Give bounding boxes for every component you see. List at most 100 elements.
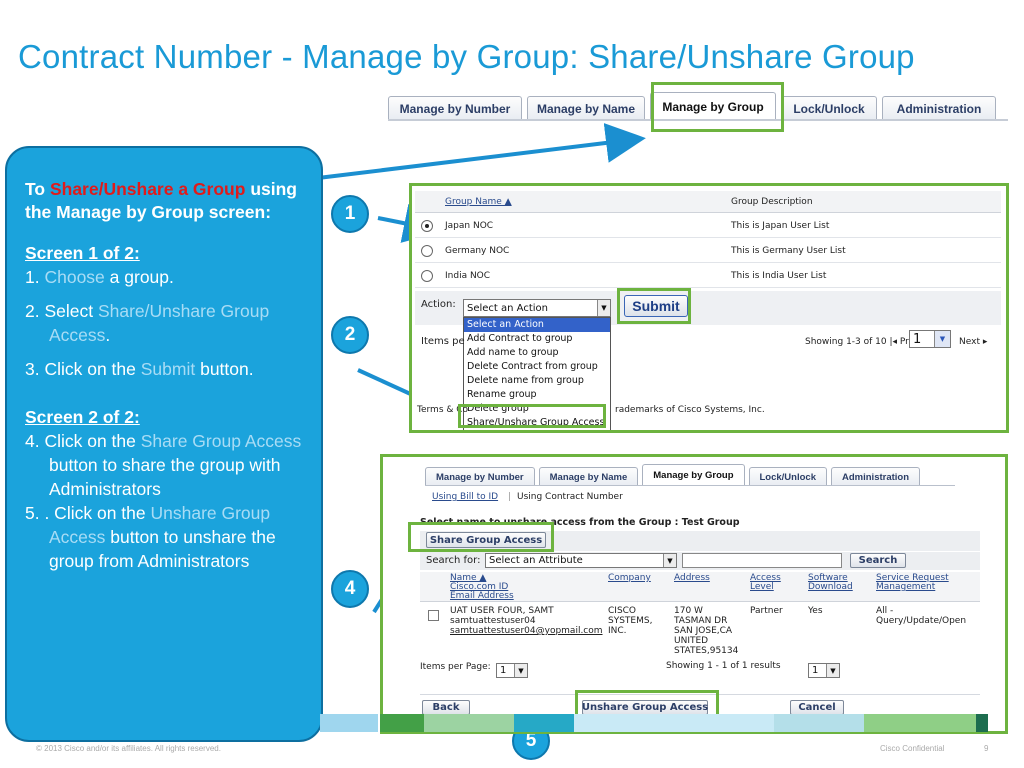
page-number: 9 xyxy=(984,744,989,753)
table-row[interactable]: India NOC This is India User List xyxy=(415,263,1001,288)
dropdown-option[interactable]: Rename group xyxy=(467,389,537,400)
screen2-tabs-underline xyxy=(425,485,955,486)
screen2-instruction: Select name to unshare access from the G… xyxy=(420,517,740,528)
results-count: Showing 1 - 1 of 1 results xyxy=(666,661,781,671)
user-row-checkbox[interactable] xyxy=(428,610,439,621)
trademark-text: rademarks of Cisco Systems, Inc. xyxy=(615,405,765,415)
footer-band xyxy=(424,714,514,732)
action-select[interactable]: Select an Action ▼ xyxy=(463,299,611,317)
group-table: Group Name ▲ Group Description Japan NOC… xyxy=(415,191,1001,288)
group-radio-india[interactable] xyxy=(421,270,433,282)
col-group-name[interactable]: Group Name ▲ xyxy=(445,197,512,207)
col-cisco-id[interactable]: Cisco.com ID xyxy=(450,582,509,592)
table-row[interactable]: Japan NOC This is Japan User List xyxy=(415,213,1001,238)
col-address[interactable]: Address xyxy=(674,573,710,583)
intro-highlight: Share/Unshare a Group xyxy=(49,179,246,199)
callout-4: 4 xyxy=(331,570,369,608)
dropdown-option[interactable]: Select an Action xyxy=(464,318,610,332)
step-5: 5. . Click on the Unshare Group Access b… xyxy=(25,503,276,571)
step-2: 2. Select Share/Unshare Group Access. xyxy=(25,301,270,345)
using-bill-to-link[interactable]: Using Bill to ID xyxy=(432,492,499,502)
footer-band xyxy=(976,714,988,732)
chevron-down-icon: ▼ xyxy=(514,664,527,677)
tab-manage-by-number[interactable]: Manage by Number xyxy=(425,467,535,486)
share-group-access-button[interactable]: Share Group Access xyxy=(426,532,546,548)
footer-band xyxy=(864,714,976,732)
using-contract-number: Using Contract Number xyxy=(517,492,623,502)
user-access-level: Partner xyxy=(750,606,783,616)
group-radio-japan[interactable] xyxy=(421,220,433,232)
col-group-description: Group Description xyxy=(731,197,813,207)
table-row[interactable]: Germany NOC This is Germany User List xyxy=(415,238,1001,263)
col-access-level[interactable]: Access xyxy=(750,573,781,583)
tab-manage-by-group[interactable]: Manage by Group xyxy=(642,464,745,486)
share-button-bar xyxy=(420,531,980,551)
user-email-link[interactable]: samtuattestuser04@yopmail.com xyxy=(450,626,603,636)
chevron-down-icon: ▼ xyxy=(826,664,839,677)
items-per-page-label: Items pe xyxy=(421,336,465,347)
next-link[interactable]: Next ▸ xyxy=(959,337,988,347)
users-table-header: Name ▲ Cisco.com ID Email Address Compan… xyxy=(420,572,980,602)
footer-band xyxy=(774,714,864,732)
chevron-down-icon: ▼ xyxy=(934,331,950,347)
dropdown-option[interactable]: Delete group xyxy=(467,403,529,414)
dropdown-option[interactable]: Add name to group xyxy=(467,347,559,358)
tab-administration[interactable]: Administration xyxy=(882,96,996,120)
dropdown-option[interactable]: Delete name from group xyxy=(467,375,584,386)
dropdown-option-share-unshare[interactable]: Share/Unshare Group Access xyxy=(467,417,605,428)
tab-manage-by-number[interactable]: Manage by Number xyxy=(388,96,522,120)
page-select[interactable]: 1 ▼ xyxy=(909,330,951,348)
step-4: 4. Click on the Share Group Access butto… xyxy=(25,431,302,499)
screen2-tabs: Manage by Number Manage by Name Manage b… xyxy=(425,464,924,486)
screen1-heading: Screen 1 of 2: xyxy=(25,243,140,263)
col-name[interactable]: Name ▲ xyxy=(450,573,487,583)
callout-1: 1 xyxy=(331,195,369,233)
action-dropdown-list: Select an Action Add Contract to group A… xyxy=(463,317,611,431)
tab-manage-by-name[interactable]: Manage by Name xyxy=(527,96,645,120)
col-email[interactable]: Email Address xyxy=(450,591,514,601)
screen2-heading: Screen 2 of 2: xyxy=(25,407,140,427)
dropdown-option[interactable]: Add Contract to group xyxy=(467,333,573,344)
copyright-text: © 2013 Cisco and/or its affiliates. All … xyxy=(36,744,221,753)
chevron-down-icon: ▼ xyxy=(663,554,676,567)
submit-button[interactable]: Submit xyxy=(624,295,688,317)
footer-band xyxy=(574,714,774,732)
tab-manage-by-name[interactable]: Manage by Name xyxy=(538,467,639,486)
link-separator: | xyxy=(508,492,512,502)
user-cisco-id: samtuattestuser04 xyxy=(450,616,536,626)
screen2-screenshot: Manage by Number Manage by Name Manage b… xyxy=(380,454,1008,734)
tab-administration[interactable]: Administration xyxy=(831,467,921,486)
group-radio-germany[interactable] xyxy=(421,245,433,257)
cancel-button[interactable]: Cancel xyxy=(790,700,844,715)
tabs-underline xyxy=(388,119,1008,121)
footer-band xyxy=(514,714,574,732)
tab-manage-by-group[interactable]: Manage by Group xyxy=(650,92,776,120)
user-software-download: Yes xyxy=(808,606,823,616)
search-input[interactable] xyxy=(682,553,842,568)
page-select[interactable]: 1 ▼ xyxy=(808,663,840,678)
top-nav-tabs: Manage by Number Manage by Name Manage b… xyxy=(388,92,1001,120)
dropdown-option[interactable]: Delete Contract from group xyxy=(467,361,598,372)
unshare-group-access-button[interactable]: Unshare Group Access xyxy=(581,700,709,715)
instruction-panel: To Share/Unshare a Group using the Manag… xyxy=(5,146,323,742)
search-button[interactable]: Search xyxy=(850,553,906,568)
col-service-request[interactable]: Service Request xyxy=(876,573,949,583)
panel-intro: To Share/Unshare a Group using the Manag… xyxy=(25,179,297,222)
user-name: UAT USER FOUR, SAMT xyxy=(450,606,554,616)
divider xyxy=(420,694,980,695)
footer-band xyxy=(380,714,424,732)
arrow-to-tab xyxy=(317,123,646,180)
terms-link[interactable]: Terms & Co xyxy=(417,405,469,415)
search-attribute-select[interactable]: Select an Attribute ▼ xyxy=(485,553,677,568)
col-software-download[interactable]: Software xyxy=(808,573,848,583)
back-button[interactable]: Back xyxy=(422,700,470,715)
search-for-label: Search for: xyxy=(426,555,481,566)
chevron-down-icon: ▼ xyxy=(597,300,610,316)
step-1: 1. Choose a group. xyxy=(25,267,174,287)
screen1-screenshot: Group Name ▲ Group Description Japan NOC… xyxy=(409,183,1009,433)
action-label: Action: xyxy=(421,299,456,310)
col-company[interactable]: Company xyxy=(608,573,651,583)
tab-lock-unlock[interactable]: Lock/Unlock xyxy=(748,467,827,486)
items-per-page-select[interactable]: 1 ▼ xyxy=(496,663,528,678)
tab-lock-unlock[interactable]: Lock/Unlock xyxy=(781,96,877,120)
